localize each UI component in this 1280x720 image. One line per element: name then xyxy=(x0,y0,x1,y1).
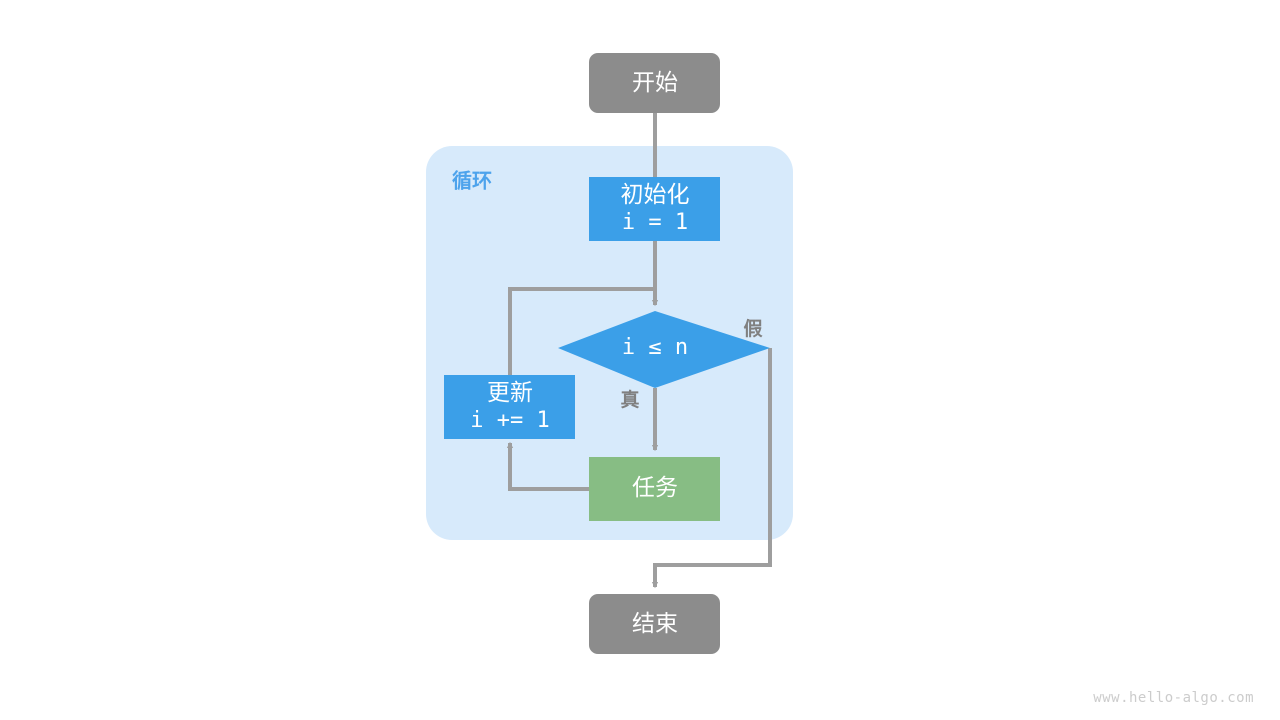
edge-label-false: 假 xyxy=(743,317,762,340)
node-task[interactable] xyxy=(589,457,720,521)
node-update-label-line2: i += 1 xyxy=(470,408,549,433)
node-init[interactable] xyxy=(589,177,720,241)
edge-label-true: 真 xyxy=(620,388,639,411)
node-init-label-line2: i = 1 xyxy=(622,210,688,235)
node-end-label: 结束 xyxy=(632,610,678,636)
watermark: www.hello-algo.com xyxy=(1093,690,1254,706)
node-condition[interactable] xyxy=(558,311,770,388)
edge-update-to-condition xyxy=(508,287,657,375)
node-start-label: 开始 xyxy=(632,69,678,95)
node-condition-label: i ≤ n xyxy=(622,335,688,360)
edge-task-to-update xyxy=(506,441,589,491)
node-start[interactable] xyxy=(589,53,720,113)
loop-group-label: 循环 xyxy=(452,168,492,192)
node-update-label-line1: 更新 xyxy=(487,379,533,405)
node-init-label-line1: 初始化 xyxy=(621,181,690,207)
node-end[interactable] xyxy=(589,594,720,654)
edge-condition-false-to-end xyxy=(651,348,772,589)
node-update[interactable] xyxy=(444,375,575,439)
node-task-label: 任务 xyxy=(632,474,678,500)
